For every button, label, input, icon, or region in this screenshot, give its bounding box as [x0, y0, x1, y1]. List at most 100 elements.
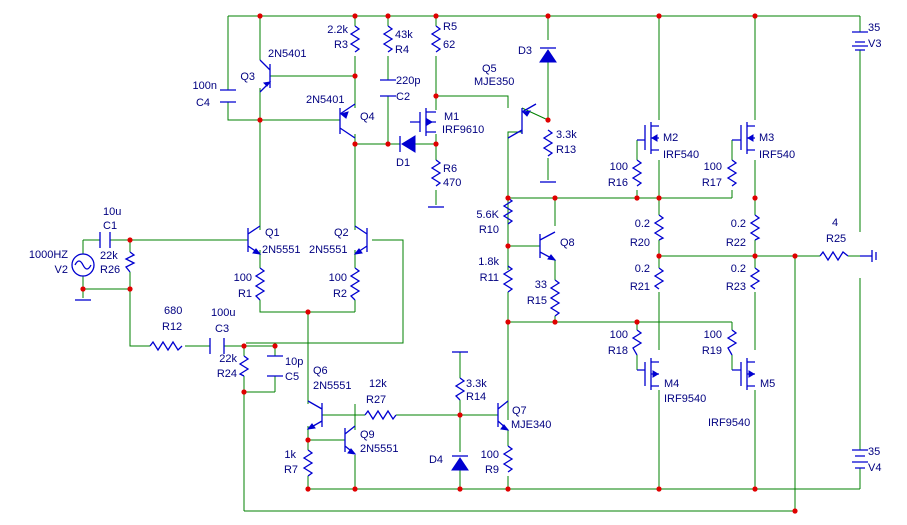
resistors	[124, 25, 849, 477]
junction-dot	[241, 389, 247, 395]
r10-resistor	[502, 197, 514, 225]
r1-resistor	[254, 267, 266, 301]
junction-dot	[352, 73, 358, 79]
r10-ref: R10	[479, 224, 499, 236]
input-wire	[82, 239, 248, 298]
junction-dot	[545, 13, 551, 19]
junction-dot	[552, 319, 558, 325]
junction-dot	[792, 253, 798, 259]
r15-value: 33	[535, 279, 547, 291]
grounds	[75, 181, 877, 353]
r16-ref: R16	[608, 177, 628, 189]
junction-dot	[634, 195, 640, 201]
r14-resistor	[454, 377, 466, 401]
junction-dot	[505, 319, 511, 325]
m4-mosfet	[637, 358, 659, 390]
r13-value: 3.3k	[556, 129, 577, 141]
wires	[82, 15, 861, 512]
q7-ref: Q7	[512, 405, 527, 417]
q2-ref: Q2	[334, 227, 349, 239]
q1-transistor	[247, 225, 262, 255]
m2-part: IRF540	[663, 149, 699, 161]
r21-resistor	[653, 267, 665, 290]
r18-value: 100	[610, 329, 628, 341]
junction-dot	[127, 286, 133, 292]
v4-battery	[852, 449, 868, 469]
r3-resistor	[349, 25, 361, 53]
r17-value: 100	[704, 161, 722, 173]
d1-ref: D1	[396, 157, 410, 169]
r12-ref: R12	[162, 321, 182, 333]
r1-value: 100	[234, 272, 252, 284]
m1-part: IRF9610	[442, 124, 484, 136]
r21-value: 0.2	[635, 263, 650, 275]
r22-value: 0.2	[731, 218, 746, 230]
r2-value: 100	[329, 272, 347, 284]
r5-ref: R5	[443, 21, 457, 33]
diodes	[399, 47, 557, 471]
m3-mosfet	[732, 122, 755, 154]
m1-ref: M1	[444, 111, 459, 123]
r27-ref: R27	[366, 394, 386, 406]
q9-ref: Q9	[360, 429, 375, 441]
junction-dot	[241, 343, 247, 349]
junction-dot	[257, 117, 263, 123]
junction-dot	[656, 13, 662, 19]
junction-dot	[752, 13, 758, 19]
r7-value: 1k	[284, 449, 296, 461]
junction-dot	[505, 486, 511, 492]
q3-transistor	[259, 59, 272, 93]
r20-ref: R20	[630, 237, 650, 249]
c3-value: 100u	[211, 307, 235, 319]
junction-dot	[257, 13, 263, 19]
q6-part: 2N5551	[313, 380, 352, 392]
r4-value: 43k	[395, 29, 413, 41]
r20-value: 0.2	[635, 218, 650, 230]
junction-dot	[433, 141, 439, 147]
junction-dot	[656, 195, 662, 201]
q6-transistor	[306, 400, 323, 430]
r13-resistor	[542, 129, 554, 157]
r11-ref: R11	[480, 272, 499, 284]
c1-ref: C1	[103, 220, 117, 232]
r20-resistor	[653, 214, 665, 241]
c2-ref: C2	[396, 91, 410, 103]
junction-dot	[752, 253, 758, 259]
q3-part: 2N5401	[268, 48, 307, 60]
r26-resistor	[124, 251, 136, 273]
transistors	[247, 59, 557, 455]
q3-ref: Q3	[240, 71, 255, 83]
r14-value: 3.3k	[466, 378, 487, 390]
r21-ref: R21	[630, 281, 650, 293]
q7-part: MJE340	[511, 419, 551, 431]
m1-wire	[435, 95, 509, 205]
q1-q2-wire	[259, 250, 356, 313]
junction-dot	[305, 486, 311, 492]
labels: 2.2k R3 43k R4 R5 62 D3 35 V3 Q3 2N5401 …	[29, 21, 882, 476]
m3-part: IRF540	[759, 149, 795, 161]
q5-transistor	[507, 103, 537, 139]
mosfets	[410, 108, 755, 390]
q9-wire	[308, 404, 356, 489]
junction-dot	[433, 93, 439, 99]
r9-resistor	[502, 445, 514, 473]
r4-resistor	[382, 25, 394, 53]
junction-dot	[505, 243, 511, 249]
m3-ref: M3	[759, 132, 774, 144]
q4-part: 2N5401	[306, 94, 345, 106]
r18-ref: R18	[608, 345, 628, 357]
q9-transistor	[344, 425, 357, 455]
r23-ref: R23	[726, 281, 746, 293]
c1-value: 10u	[103, 206, 121, 218]
v2-ref: V2	[55, 264, 68, 276]
gate-drive-wire	[508, 140, 733, 370]
v4-ref: V4	[868, 462, 881, 474]
m4-part: IRF9540	[664, 393, 706, 405]
junction-dot	[656, 486, 662, 492]
r7-resistor	[302, 449, 314, 477]
r24-value: 22k	[219, 353, 237, 365]
q6-ref: Q6	[313, 365, 328, 377]
junction-dot	[352, 141, 358, 147]
r1-ref: R1	[238, 288, 252, 300]
